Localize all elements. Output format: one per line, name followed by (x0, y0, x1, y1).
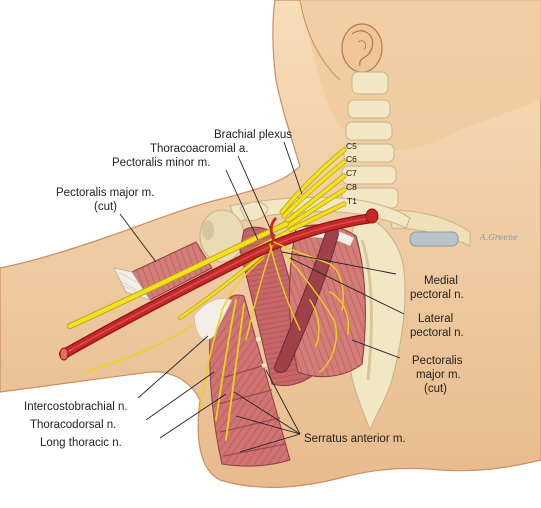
leader-lines (119, 141, 405, 453)
label-serratus-anterior: Serratus anterior m. (304, 433, 406, 445)
rib-cartilage (409, 231, 459, 247)
artery-cut-end (59, 347, 69, 361)
label-root-c7: C7 (346, 168, 357, 178)
nerve-branches (83, 241, 350, 441)
label-brachial-plexus: Brachial plexus (214, 129, 292, 141)
cervical-spine (341, 71, 399, 209)
sternum-shade (360, 239, 373, 381)
label-pectoralis-major-right-3: (cut) (424, 383, 447, 395)
label-pectoralis-minor: Pectoralis minor m. (112, 157, 210, 169)
label-medial-pectoral-2: pectoral n. (410, 289, 464, 301)
thoracoacromial-branch (269, 216, 278, 241)
label-root-t1: T1 (347, 196, 357, 206)
label-pectoralis-major-left-2: (cut) (94, 201, 117, 213)
label-pectoralis-major-right-2: major m. (416, 369, 461, 381)
label-root-c6: C6 (346, 154, 357, 164)
label-lateral-pectoral-1: Lateral (418, 313, 453, 325)
label-pectoralis-major-right-1: Pectoralis (412, 355, 463, 367)
label-lateral-pectoral-2: pectoral n. (410, 327, 464, 339)
label-pectoralis-major-left-1: Pectoralis major m. (56, 187, 154, 199)
label-thoracoacromial: Thoracoacromial a. (150, 143, 248, 155)
label-root-c8: C8 (346, 182, 357, 192)
label-group: Brachial plexus Thoracoacromial a. Pecto… (24, 129, 518, 449)
axillary-artery (59, 213, 377, 359)
ear-icon (341, 23, 383, 73)
label-thoracodorsal: Thoracodorsal n. (30, 419, 116, 431)
subclavian-stump (365, 208, 379, 224)
artist-signature: A.Greene (479, 233, 518, 242)
cut-muscle-strap (273, 225, 339, 373)
label-long-thoracic: Long thoracic n. (40, 437, 122, 449)
label-root-c5: C5 (346, 141, 357, 151)
label-intercostobrachial: Intercostobrachial n. (24, 401, 128, 413)
label-medial-pectoral-1: Medial (424, 275, 458, 287)
jaw-line (299, 0, 341, 81)
